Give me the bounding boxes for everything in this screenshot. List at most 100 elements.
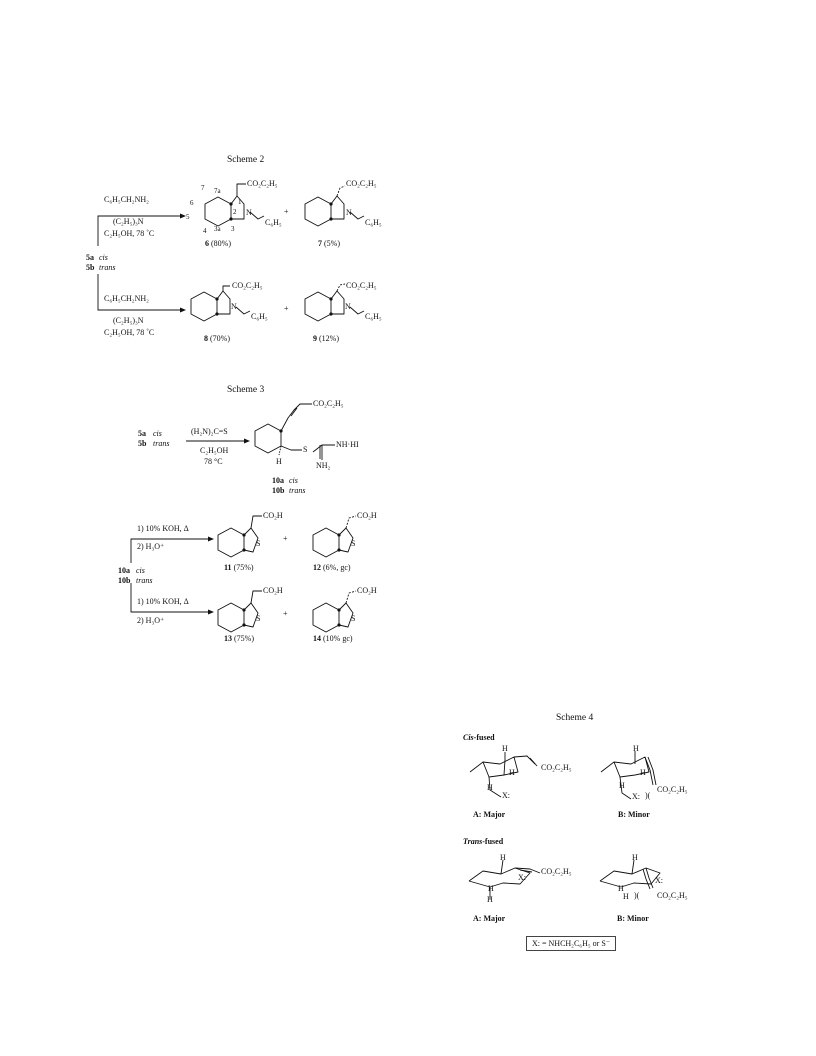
s4-cisB-clash: )( [645,791,651,800]
s4-cisB-ester: CO₂C₂H₅ [657,785,688,794]
s2-num-7: 7 [201,184,205,192]
s4-transB-caption: B: Minor [617,914,649,923]
s2-start-5b: 5b [86,263,95,272]
s3-cond-3: 78 °C [204,457,223,466]
s3-int-h: H [276,457,282,466]
s3-cond-bot-2: 2) H₃O⁺ [137,616,165,625]
scheme-3-title: Scheme 3 [227,385,265,395]
s2-p6-n: N [246,208,252,217]
s4-transB-h-mid: H [618,884,624,893]
s3-int-nh: NH·HI [336,440,359,449]
s2-p8-n: N [231,302,237,311]
s3-int-10b-conf: trans [289,486,306,495]
s2-plus-top: + [284,207,289,216]
scheme-4-title: Scheme 4 [556,713,594,723]
s4-cisA-h-ring: H [509,768,515,777]
s2-cond-bot-2: (C₂H₅)₃N [113,316,144,325]
s3-start-10b: 10b [118,576,131,585]
s4-legend-box: X: = NHCH₂C₆H₅ or S⁻ [526,936,616,951]
s3-product-12: 12 (6%, gc) [313,563,351,572]
s2-start-5a-conf: cis [99,253,108,262]
s4-cisA-x: X: [502,791,510,800]
s4-cisA-h-top: H [502,744,508,753]
s4-cisB-h-bottom: H [619,781,625,790]
s4-cisA-caption: A: Major [473,810,506,819]
s4-cisB-caption: B: Minor [618,810,650,819]
s2-num-2: 2 [233,208,237,216]
s2-p6-phenyl: C₆H₅ [265,218,282,227]
s4-transA-x: X: [518,873,526,882]
s4-transA-ester: CO₂C₂H₅ [541,867,572,876]
s2-num-6: 6 [190,199,194,207]
s3-p11-s: S [256,539,261,548]
s3-start-10b-conf: trans [136,576,153,585]
scheme-2-title: Scheme 2 [227,155,265,165]
s2-cond-top-2: (C₂H₅)₃N [113,217,144,226]
s2-num-4: 4 [203,227,207,235]
s2-num-3a: 3a [214,225,221,233]
s3-cond-top-1: 1) 10% KOH, Δ [137,524,189,533]
s2-num-3: 3 [231,225,235,233]
s3-plus-bottom: + [283,609,288,618]
s4-transB-x: X: [655,876,663,885]
s3-start-10a: 10a [118,566,130,575]
s3-int-10a: 10a [272,476,284,485]
s2-p7-n: N [346,208,352,217]
s2-p8-phenyl: C₆H₅ [251,312,268,321]
s3-p12-acid: CO₂H [357,511,377,520]
s2-p8-ester: CO₂C₂H₅ [232,281,263,290]
s3-cond-1: (H₂N)₂C=S [191,427,228,436]
s3-p12-s: S [351,539,356,548]
s3-int-nh2: NH₂ [316,461,331,470]
s2-start-5a: 5a [86,253,94,262]
s4-transB-clash: )( [634,891,640,900]
s2-p6-ester: CO₂C₂H₅ [247,179,278,188]
s3-int-s: S [303,445,308,454]
s3-cond-top-2: 2) H₃O⁺ [137,542,165,551]
s3-cond-2: C₂H₅OH [200,446,229,455]
s2-plus-bottom: + [284,304,289,313]
s2-product-6: 6 (80%) [205,239,231,248]
s4-cisB-x: X: [632,792,640,801]
s3-product-11: 11 (75%) [224,563,254,572]
s2-num-1: 1 [238,198,242,206]
s2-product-9: 9 (12%) [313,334,339,343]
s4-cisA-ester: CO₂C₂H₅ [541,763,572,772]
s3-start-5b-conf: trans [153,439,170,448]
s4-cisB-h-top: H [633,744,639,753]
s2-product-7: 7 (5%) [318,239,340,248]
s2-p7-phenyl: C₆H₅ [365,218,382,227]
s3-p11-acid: CO₂H [263,511,283,520]
s3-start-5a-conf: cis [153,429,162,438]
s4-transA-h-bottom: H [487,895,493,904]
s2-p7-ester: CO₂C₂H₅ [346,179,377,188]
s3-p13-acid: CO₂H [263,586,283,595]
s2-cond-top-1: C₆H₅CH₂NH₂ [104,195,149,204]
s3-p13-s: S [256,614,261,623]
s3-int-ester: CO₂C₂H₅ [313,399,344,408]
s4-transB-h-bottom: H [623,892,629,901]
s3-start-10a-conf: cis [136,566,145,575]
s4-transB-h-top: H [632,853,638,862]
s2-cond-top-3: C₂H₅OH, 78 ˚C [104,229,155,238]
s4-cisB-h-ring: H [640,768,646,777]
s3-int-10a-conf: cis [289,476,298,485]
s2-num-7a: 7a [214,187,221,195]
s2-p9-n: N [345,302,351,311]
s2-p9-phenyl: C₆H₅ [365,312,382,321]
s4-transB-ester: CO₂C₂H₅ [657,891,688,900]
s4-transA-h-mid: H [488,884,494,893]
s4-trans-label: Trans-fused [463,837,504,846]
s2-cond-bot-1: C₆H₅CH₂NH₂ [104,294,149,303]
s4-cisA-h-bottom: H [487,783,493,792]
s3-int-10b: 10b [272,486,285,495]
s3-product-13: 13 (75%) [224,634,254,643]
s3-plus-top: + [283,534,288,543]
s2-cond-bot-3: C₂H₅OH, 78 ˚C [104,328,155,337]
s3-cond-bot-1: 1) 10% KOH, Δ [137,597,189,606]
s4-transA-h-top: H [500,853,506,862]
s3-start-5a: 5a [138,429,146,438]
